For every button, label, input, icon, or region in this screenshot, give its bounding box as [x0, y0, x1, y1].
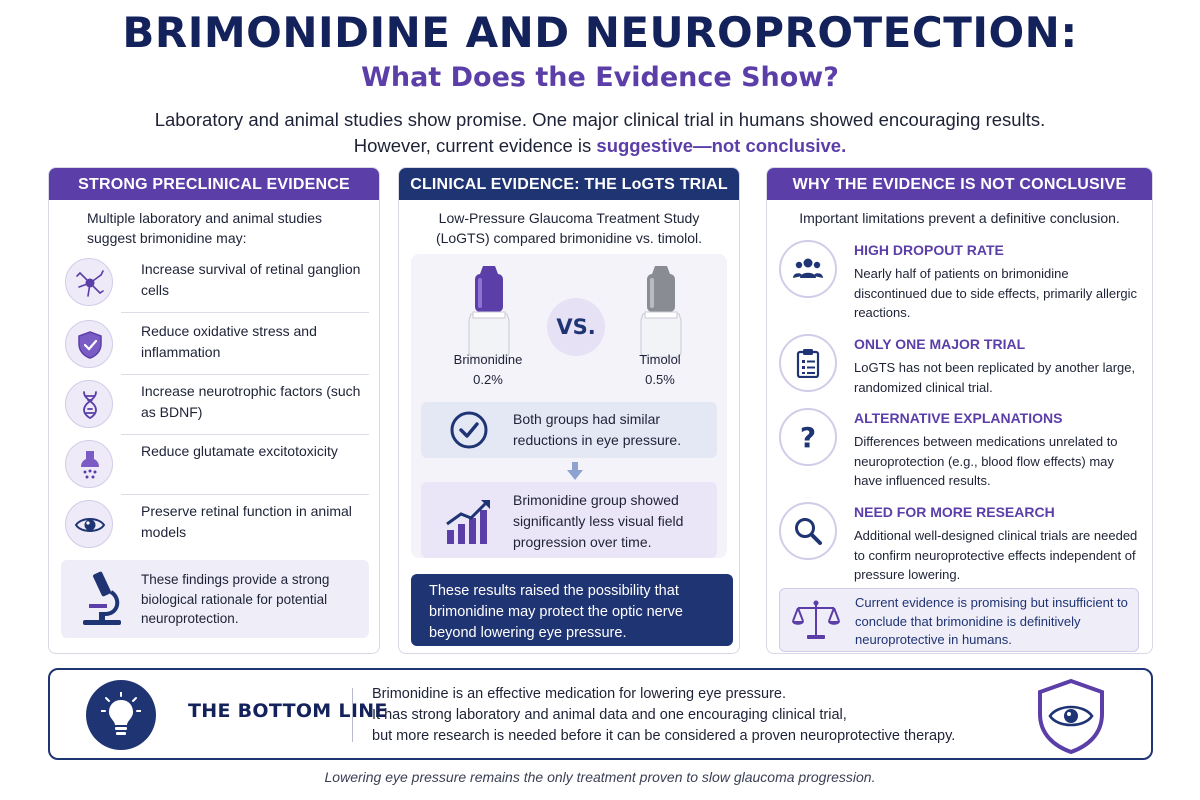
divider — [121, 312, 369, 313]
page-subtitle: What Does the Evidence Show? — [361, 62, 839, 93]
people-icon — [779, 240, 837, 298]
clipboard-icon — [779, 334, 837, 392]
preclinical-item: Preserve retinal function in animal mode… — [61, 496, 371, 552]
limitation-title: ONLY ONE MAJOR TRIAL — [854, 336, 1026, 352]
limitations-panel: WHY THE EVIDENCE IS NOT CONCLUSIVE Impor… — [766, 167, 1153, 654]
clinical-heading: CLINICAL EVIDENCE: THE LoGTS TRIAL — [399, 168, 739, 200]
page-title: BRIMONIDINE AND NEUROPROTECTION: — [122, 8, 1078, 57]
intro-text: Laboratory and animal studies show promi… — [0, 107, 1200, 159]
finding-pressure: Both groups had similar reductions in ey… — [421, 402, 717, 458]
arrow-down-icon — [567, 462, 583, 480]
limitations-note-text: Current evidence is promising but insuff… — [855, 595, 1128, 647]
magnifier-icon — [779, 502, 837, 560]
synapse-icon — [65, 440, 113, 488]
preclinical-item: Increase survival of retinal ganglion ce… — [61, 254, 371, 310]
clinical-intro: Low-Pressure Glaucoma Treatment Study (L… — [435, 210, 703, 246]
limitation-title: HIGH DROPOUT RATE — [854, 242, 1004, 258]
finding-pressure-text: Both groups had similar reductions in ey… — [513, 411, 682, 448]
preclinical-item: Reduce oxidative stress and inflammation — [61, 316, 371, 372]
item-text: Reduce oxidative stress and inflammation — [141, 323, 317, 360]
shield-eye-icon — [1038, 678, 1104, 754]
bottom-line-title: THE BOTTOM LINE — [188, 700, 388, 722]
item-text: Increase survival of retinal ganglion ce… — [141, 261, 361, 298]
clinical-conclusion: These results raised the possibility tha… — [411, 574, 733, 646]
scales-icon — [792, 600, 840, 639]
check-circle-icon — [450, 411, 488, 449]
preclinical-note-text: These findings provide a strong biologic… — [141, 572, 330, 626]
preclinical-intro: Multiple laboratory and animal studies s… — [87, 210, 323, 246]
preclinical-panel: STRONG PRECLINICAL EVIDENCE Multiple lab… — [48, 167, 380, 654]
divider — [121, 494, 369, 495]
divider — [121, 434, 369, 435]
shield-check-icon — [65, 320, 113, 368]
preclinical-item: Increase neurotrophic factors (such as B… — [61, 376, 371, 432]
limitations-heading: WHY THE EVIDENCE IS NOT CONCLUSIVE — [767, 168, 1152, 200]
finding-visual-field: Brimonidine group showed significantly l… — [421, 482, 717, 558]
limitation-text: Differences between medications unrelate… — [854, 434, 1118, 488]
clinical-panel: CLINICAL EVIDENCE: THE LoGTS TRIAL Low-P… — [398, 167, 740, 654]
limitation-text: Nearly half of patients on brimonidine d… — [854, 266, 1138, 320]
eye-icon — [65, 500, 113, 548]
microscope-icon — [83, 571, 121, 625]
item-text: Preserve retinal function in animal mode… — [141, 503, 352, 540]
divider — [352, 688, 353, 742]
question-icon: ? — [779, 408, 837, 466]
trial-comparison: Brimonidine 0.2% VS. Timolol 0.5% Both g… — [411, 254, 727, 558]
intro-highlight: suggestive—not conclusive. — [596, 135, 847, 156]
finding-visual-field-text: Brimonidine group showed significantly l… — [513, 492, 684, 550]
timolol-bottle-icon — [640, 266, 682, 358]
brimonidine-bottle-icon — [468, 266, 510, 358]
lightbulb-icon — [86, 680, 156, 750]
vs-badge: VS. — [547, 298, 605, 356]
limitation-text: LoGTS has not been replicated by another… — [854, 360, 1136, 395]
intro-line-1: Laboratory and animal studies show promi… — [154, 109, 1046, 130]
item-text: Reduce glutamate excitotoxicity — [141, 443, 338, 459]
limitations-intro: Important limitations prevent a definiti… — [799, 210, 1120, 226]
timolol-label: Timolol 0.5% — [639, 352, 681, 387]
limitation-text: Additional well-designed clinical trials… — [854, 528, 1138, 582]
limitations-note: Current evidence is promising but insuff… — [779, 588, 1139, 652]
intro-line-2: However, current evidence is suggestive—… — [353, 135, 847, 156]
preclinical-item: Reduce glutamate excitotoxicity — [61, 436, 371, 492]
bar-chart-up-icon — [446, 500, 490, 544]
preclinical-note: These findings provide a strong biologic… — [61, 560, 369, 638]
bottom-line-text: Brimonidine is an effective medication f… — [372, 686, 956, 744]
dna-icon — [65, 380, 113, 428]
item-text: Increase neurotrophic factors (such as B… — [141, 383, 361, 420]
neuron-icon — [65, 258, 113, 306]
divider — [121, 374, 369, 375]
svg-text:?: ? — [800, 422, 816, 452]
limitation-title: NEED FOR MORE RESEARCH — [854, 504, 1055, 520]
footer-note: Lowering eye pressure remains the only t… — [324, 769, 876, 785]
limitation-title: ALTERNATIVE EXPLANATIONS — [854, 410, 1063, 426]
brimonidine-label: Brimonidine 0.2% — [453, 352, 523, 387]
preclinical-heading: STRONG PRECLINICAL EVIDENCE — [49, 168, 379, 200]
bottom-line-box: THE BOTTOM LINE Brimonidine is an effect… — [48, 668, 1153, 760]
